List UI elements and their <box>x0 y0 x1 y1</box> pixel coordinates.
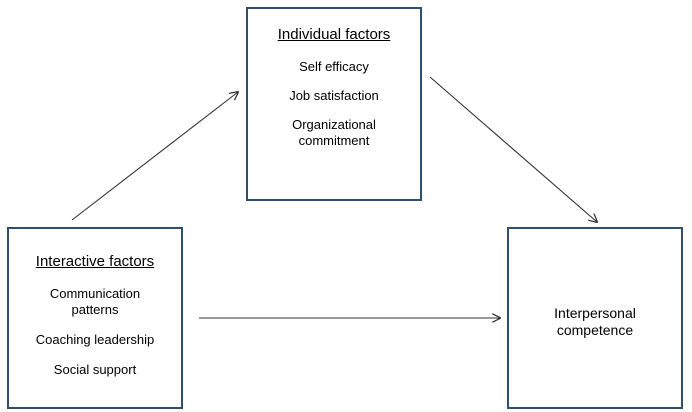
interpersonal-competence-label: Interpersonal competence <box>554 305 636 338</box>
individual-factors-box: Individual factors Self efficacy Job sat… <box>246 7 422 201</box>
interpersonal-competence-box: Interpersonal competence <box>507 227 683 409</box>
individual-factors-title: Individual factors <box>277 26 391 43</box>
interactive-factor-communication-patterns: Communication patterns <box>49 286 141 317</box>
individual-factor-organizational-commitment: Organizational commitment <box>292 117 376 148</box>
interactive-factor-coaching-leadership: Coaching leadership <box>35 332 155 347</box>
arrow-interactive-to-individual <box>71 92 238 221</box>
arrow-individual-to-outcome <box>429 76 597 222</box>
interactive-factor-social-support: Social support <box>53 362 137 377</box>
individual-factor-job-satisfaction: Job satisfaction <box>289 88 379 103</box>
interactive-factors-title: Interactive factors <box>35 253 155 270</box>
individual-factor-self-efficacy: Self efficacy <box>299 59 369 74</box>
interactive-factors-box: Interactive factors Communication patter… <box>7 227 183 409</box>
